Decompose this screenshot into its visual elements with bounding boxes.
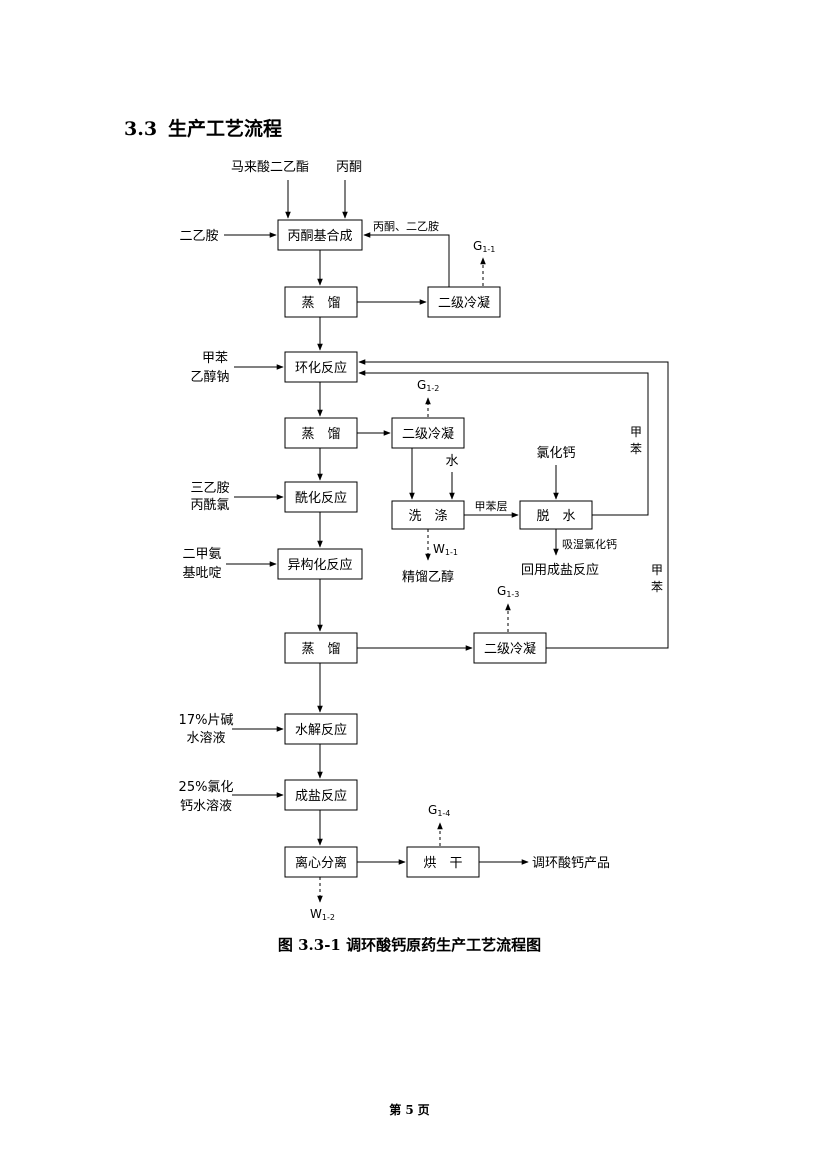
box-salt: [284, 779, 358, 811]
toluene-recycle-2-a: 甲: [651, 563, 663, 577]
box-wash-label: 洗 涤: [408, 509, 447, 524]
toluene-recycle-1-a: 甲: [630, 425, 642, 439]
section-number: 3.3: [124, 118, 158, 140]
input-propionyl-chloride: 丙酰氯: [190, 498, 229, 513]
box-distill-2-label: 蒸 馏: [301, 427, 340, 442]
input-acetone: 丙酮: [336, 160, 362, 175]
gas-1-label: G1-1: [473, 239, 495, 254]
waste-1-label: W1-1: [433, 542, 458, 557]
box-cond2-1-label: 二级冷凝: [438, 295, 490, 311]
box-salt-label: 成盐反应: [295, 788, 347, 804]
arrow-recycle-acetone: [363, 232, 450, 287]
product-label: 调环酸钙产品: [532, 856, 610, 871]
input-cacl2: 氯化钙: [536, 446, 575, 461]
box-cyclize-label: 环化反应: [295, 360, 347, 376]
input-hydro-1: 17%片碱: [179, 713, 234, 728]
box-condensation: [277, 219, 363, 251]
box-acyl: [284, 481, 358, 513]
figure-caption: 图 3.3-1 调环酸钙原药生产工艺流程图: [277, 936, 542, 954]
input-isomer-1: 二甲氨: [182, 547, 221, 562]
input-hydro-2: 水溶液: [186, 731, 225, 746]
box-hydrolysis: [284, 713, 358, 745]
footer-prefix: 第: [389, 1103, 402, 1117]
input-salt-1: 25%氯化: [179, 780, 234, 795]
section-heading: 3.3 生产工艺流程: [124, 114, 282, 141]
arrow-toluene-recycle-2: [358, 359, 669, 649]
recycle-label: 丙酮、二乙胺: [373, 219, 439, 233]
input-toluene: 甲苯: [202, 351, 228, 366]
input-triethylamine: 三乙胺: [190, 481, 229, 496]
box-cond2-2-label: 二级冷凝: [402, 426, 454, 442]
box-cyclize: [284, 351, 358, 383]
reuse-salt-label: 回用成盐反应: [521, 562, 599, 578]
box-distill-3-label: 蒸 馏: [301, 642, 340, 657]
box-dehydrate: [519, 500, 593, 530]
ethanol-label: 精馏乙醇: [402, 569, 454, 585]
gas-2-label: G1-2: [417, 378, 439, 393]
box-isomer-label: 异构化反应: [287, 557, 352, 573]
box-distill-1-label: 蒸 馏: [301, 296, 340, 311]
input-sodium-ethoxide: 乙醇钠: [190, 369, 229, 385]
section-title: 生产工艺流程: [168, 118, 283, 140]
input-isomer-2: 基吡啶: [182, 566, 221, 581]
box-acyl-label: 酰化反应: [295, 490, 347, 506]
box-isomer: [277, 548, 363, 580]
box-condensation-label: 丙酮基合成: [287, 229, 352, 244]
page-number: 5: [405, 1103, 414, 1117]
footer-suffix: 页: [417, 1103, 430, 1117]
arrow-toluene-recycle-1: [358, 370, 649, 516]
box-distill-2: [284, 417, 358, 449]
box-centrifuge: [284, 846, 358, 878]
box-dehydrate-label: 脱 水: [536, 509, 575, 524]
box-cond2-3: [473, 632, 547, 664]
wet-cacl2-label: 吸湿氯化钙: [562, 537, 617, 551]
input-diethyl-maleate: 马来酸二乙酯: [231, 160, 309, 175]
box-cond2-2: [391, 417, 465, 449]
box-dry-label: 烘 干: [423, 856, 462, 871]
input-diethylamine: 二乙胺: [179, 229, 218, 244]
box-centrifuge-label: 离心分离: [295, 855, 347, 871]
box-hydrolysis-label: 水解反应: [295, 722, 347, 738]
box-cond2-3-label: 二级冷凝: [484, 641, 536, 657]
toluene-layer-label: 甲苯层: [475, 499, 508, 513]
input-salt-2: 钙水溶液: [180, 799, 232, 814]
box-cond2-1: [427, 286, 501, 318]
input-water: 水: [445, 454, 458, 469]
waste-2-label: W1-2: [310, 907, 335, 922]
toluene-recycle-2-b: 苯: [651, 580, 663, 594]
box-dry: [406, 846, 480, 878]
gas-4-label: G1-4: [428, 803, 450, 818]
toluene-recycle-1-b: 苯: [630, 442, 642, 456]
gas-3-label: G1-3: [497, 584, 519, 599]
box-distill-3: [284, 632, 358, 664]
